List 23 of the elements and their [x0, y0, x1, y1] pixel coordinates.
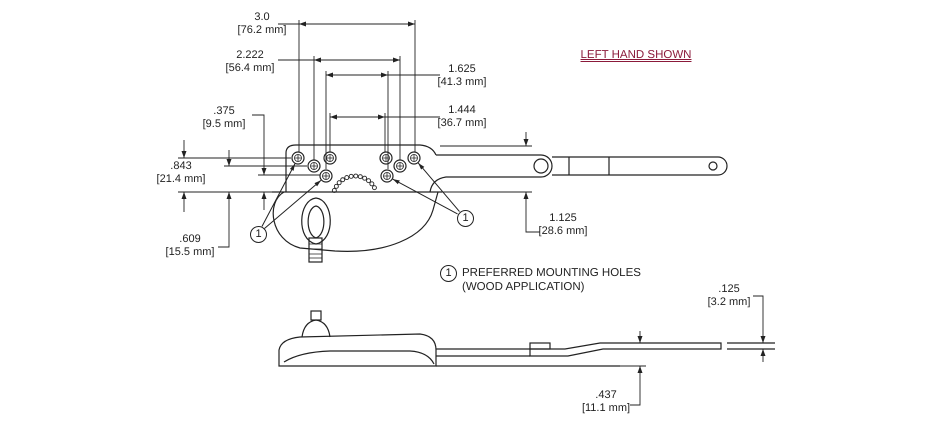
callout-number: 1 — [440, 265, 457, 282]
dimension-text: 2.222 [56.4 mm] — [226, 49, 274, 75]
dimension-text: .609 [15.5 mm] — [166, 233, 214, 259]
dimension-text: .125 [3.2 mm] — [708, 283, 750, 309]
leader-line — [418, 162, 460, 212]
dimension-text: 1.444 [36.7 mm] — [438, 104, 486, 130]
dimension-text: .843 [21.4 mm] — [156, 160, 206, 186]
mounting-hole — [291, 151, 305, 165]
dimension-text: 3.0 [76.2 mm] — [238, 11, 286, 37]
leader-line — [264, 180, 322, 229]
leader-line — [261, 163, 296, 227]
note-text: PREFERRED MOUNTING HOLES (WOOD APPLICATION) — [462, 266, 642, 294]
callout-number: 1 — [457, 210, 474, 227]
mounting-hole — [407, 151, 421, 165]
dimension-text: .375 [9.5 mm] — [202, 105, 246, 131]
mounting-hole — [380, 169, 394, 183]
mounting-hole — [319, 169, 333, 183]
dimension-text: 1.625 [41.3 mm] — [438, 63, 486, 89]
dimension-text: .437 [11.1 mm] — [582, 389, 630, 415]
leader-line — [392, 178, 458, 214]
dimension-text: 1.125 [28.6 mm] — [538, 212, 588, 238]
note-text: LEFT HAND SHOWN — [580, 49, 692, 62]
callout-number: 1 — [250, 226, 267, 243]
